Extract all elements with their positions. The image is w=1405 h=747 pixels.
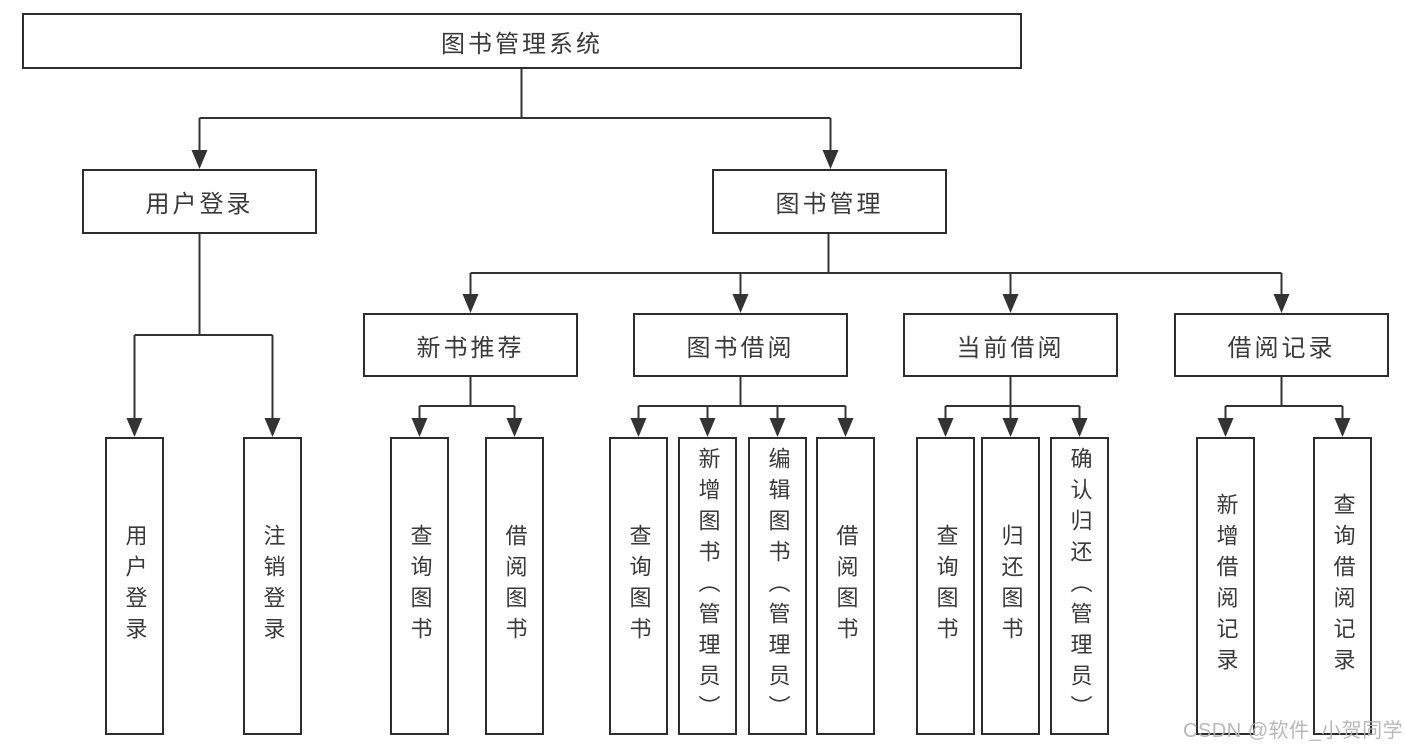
leaf-add-borrow-record: 新增借阅记录 <box>1196 437 1255 735</box>
leaf-borrow-books-recommend: 借阅图书 <box>485 437 544 735</box>
leaf-query-borrow-record: 查询借阅记录 <box>1313 437 1372 735</box>
leaf-query-books-current: 查询图书 <box>916 437 975 735</box>
node-borrowing-records: 借阅记录 <box>1174 313 1389 377</box>
leaf-query-books-borrowing: 查询图书 <box>609 437 668 735</box>
node-book-management: 图书管理 <box>712 169 947 234</box>
leaf-borrow-books-borrowing: 借阅图书 <box>816 437 875 735</box>
leaf-edit-books-admin: 编辑图书（管理员） <box>748 437 807 735</box>
leaf-return-books: 归还图书 <box>981 437 1040 735</box>
node-new-book-recommendation: 新书推荐 <box>363 313 578 377</box>
node-book-management-system: 图书管理系统 <box>22 13 1022 69</box>
leaf-user-login: 用户登录 <box>105 437 164 735</box>
node-book-borrowing: 图书借阅 <box>633 313 848 377</box>
node-user-login: 用户登录 <box>82 169 317 234</box>
node-current-borrowing: 当前借阅 <box>903 313 1118 377</box>
leaf-logout: 注销登录 <box>243 437 302 735</box>
leaf-query-books-recommend: 查询图书 <box>390 437 449 735</box>
watermark: CSDN @软件_小贺同学 <box>1183 720 1404 742</box>
leaf-add-books-admin: 新增图书（管理员） <box>678 437 737 735</box>
leaf-confirm-return-admin: 确认归还（管理员） <box>1050 437 1109 735</box>
